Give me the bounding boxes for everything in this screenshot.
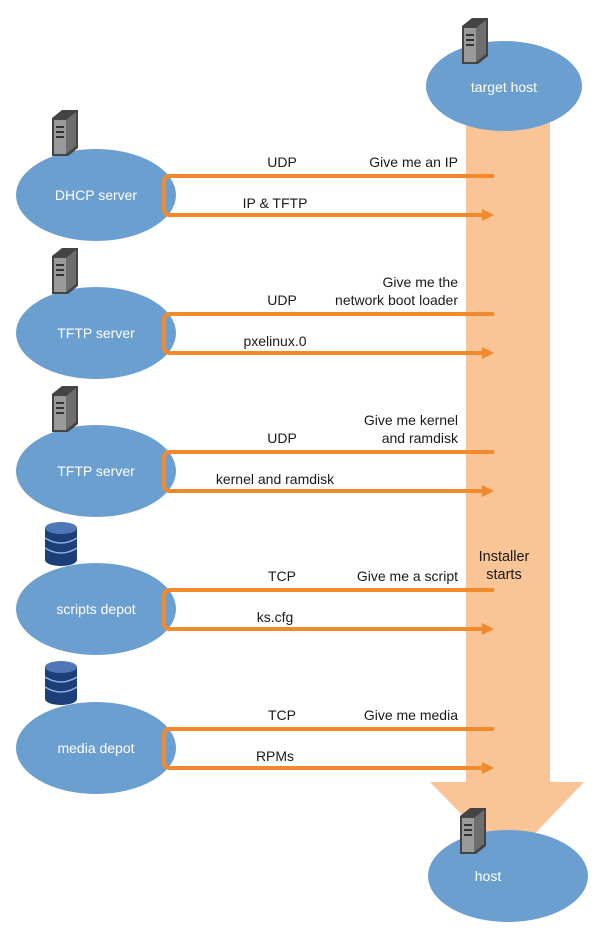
response-label: ks.cfg bbox=[257, 609, 294, 625]
node-ellipse bbox=[16, 287, 176, 379]
host-ellipse bbox=[428, 830, 588, 922]
response-arrowhead bbox=[482, 623, 494, 635]
response-arrowhead bbox=[482, 485, 494, 497]
server-icon bbox=[462, 18, 488, 64]
request-label: Give me kernel bbox=[364, 412, 458, 428]
target-host-label: target host bbox=[471, 79, 537, 95]
protocol-label: UDP bbox=[267, 154, 297, 170]
response-arrowhead bbox=[482, 762, 494, 774]
database-icon bbox=[44, 661, 78, 705]
request-label: Give me a script bbox=[357, 568, 458, 584]
node-label: TFTP server bbox=[57, 325, 135, 341]
host: host bbox=[428, 808, 588, 922]
response-label: IP & TFTP bbox=[243, 195, 308, 211]
target-host: target host bbox=[426, 18, 582, 131]
request-label: network boot loader bbox=[335, 292, 458, 308]
protocol-label: UDP bbox=[267, 292, 297, 308]
host-label: host bbox=[475, 868, 502, 884]
response-label: kernel and ramdisk bbox=[216, 471, 335, 487]
node-ellipse bbox=[16, 563, 176, 655]
node-label: DHCP server bbox=[55, 187, 138, 203]
server-icon bbox=[52, 386, 78, 432]
exchange-row-tftp-bootloader: TFTP server UDP Give me the network boot lo… bbox=[16, 248, 494, 379]
node-label: media depot bbox=[57, 740, 134, 756]
database-icon bbox=[44, 522, 78, 566]
response-arrowhead bbox=[482, 209, 494, 221]
installer-label-line1: Installer bbox=[479, 549, 530, 565]
installer-flow-arrow bbox=[430, 118, 584, 862]
server-icon bbox=[52, 248, 78, 294]
response-arrowhead bbox=[482, 347, 494, 359]
protocol-label: TCP bbox=[268, 568, 296, 584]
protocol-label: UDP bbox=[267, 430, 297, 446]
node-ellipse bbox=[16, 425, 176, 517]
exchange-row-dhcp: DHCP server UDP Give me an IP IP & TFTP bbox=[16, 110, 494, 241]
request-label: Give me an IP bbox=[369, 154, 458, 170]
protocol-label: TCP bbox=[268, 707, 296, 723]
node-ellipse bbox=[16, 149, 176, 241]
node-label: scripts depot bbox=[56, 601, 135, 617]
node-label: TFTP server bbox=[57, 463, 135, 479]
request-line bbox=[162, 727, 494, 770]
server-icon bbox=[52, 110, 78, 156]
request-line bbox=[162, 312, 494, 355]
installer-label-line2: starts bbox=[486, 567, 521, 583]
request-label: Give me media bbox=[364, 707, 458, 723]
request-label: Give me the bbox=[383, 274, 459, 290]
exchange-row-scripts-depot: scripts depot TCP Give me a script ks.cfg bbox=[16, 522, 494, 655]
request-line bbox=[162, 174, 494, 217]
response-label: RPMs bbox=[256, 748, 294, 764]
request-line bbox=[162, 450, 494, 493]
request-label: and ramdisk bbox=[382, 430, 459, 446]
exchange-row-tftp-kernel: TFTP server UDP Give me kernel and ramdisk k… bbox=[16, 386, 494, 517]
node-ellipse bbox=[16, 702, 176, 794]
server-icon bbox=[460, 808, 486, 854]
request-line bbox=[162, 588, 494, 631]
response-label: pxelinux.0 bbox=[243, 333, 306, 349]
